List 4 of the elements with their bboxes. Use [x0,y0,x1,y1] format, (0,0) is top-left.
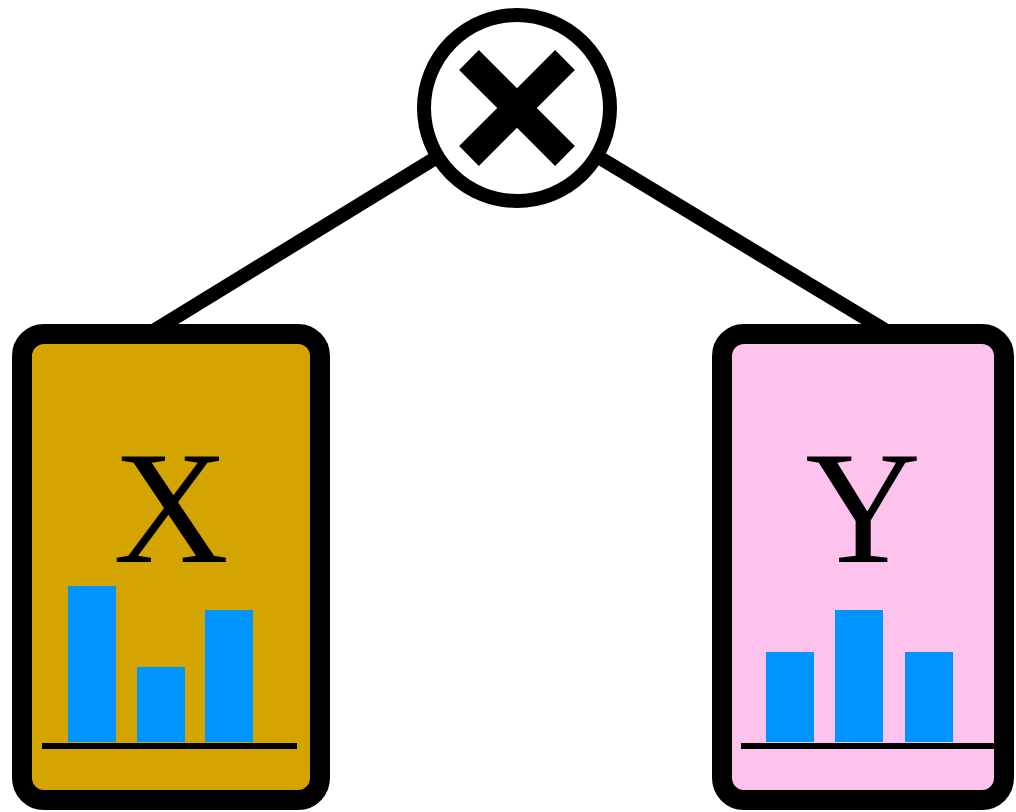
variable-label: X [112,428,230,588]
variable-label: Y [804,428,922,588]
variable-card [12,324,330,810]
variable-card [712,324,1014,810]
